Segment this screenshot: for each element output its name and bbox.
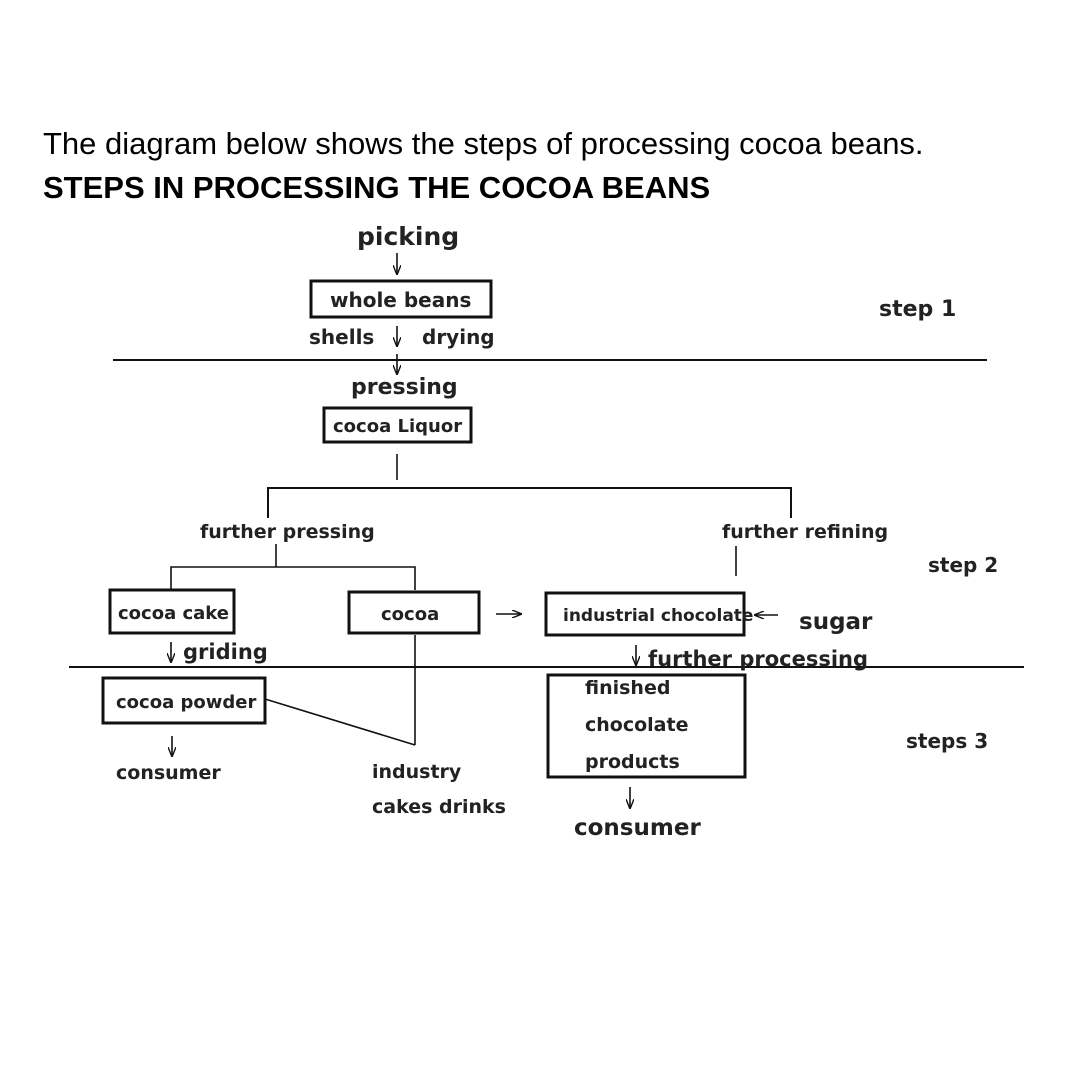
diagram-heading: STEPS IN PROCESSING THE COCOA BEANS (43, 170, 711, 205)
cocoa-label: cocoa (381, 604, 439, 625)
cocoa-box (347, 590, 481, 635)
cocoa-powder-label: cocoa powder (116, 692, 256, 713)
cocoa-cake-box (108, 588, 236, 635)
picking-label: picking (357, 222, 459, 251)
cocoa-cake-label: cocoa cake (118, 603, 229, 624)
finished-products-box (546, 673, 747, 779)
cocoa-liquor-label: cocoa Liquor (333, 416, 462, 437)
griding-label: griding (183, 640, 268, 664)
further-processing-label: further processing (648, 647, 868, 671)
consumer-right-label: consumer (574, 815, 701, 841)
cocoa-powder-box (101, 676, 267, 725)
finished-label-line2: chocolate (585, 714, 688, 736)
step2-label: step 2 (928, 553, 998, 577)
industry-label: industry (372, 761, 462, 783)
cakes-drinks-label: cakes drinks (372, 796, 506, 818)
industrial-chocolate-label: industrial chocolate (563, 606, 753, 626)
branch-pressing-bar (170, 566, 416, 590)
further-pressing-label: further pressing (200, 521, 375, 543)
intro-text: The diagram below shows the steps of pro… (43, 126, 924, 161)
consumer-left-label: consumer (116, 762, 221, 784)
drying-label: drying (422, 325, 495, 349)
step1-label: step 1 (879, 297, 956, 322)
finished-label-line1: finished (585, 677, 670, 699)
sugar-label: sugar (799, 609, 873, 635)
industrial-chocolate-box (544, 591, 746, 637)
whole-beans-box (309, 279, 493, 319)
cocoa-liquor-box (322, 406, 473, 444)
branch-top-bar (267, 487, 792, 518)
whole-beans-label: whole beans (330, 288, 471, 312)
shells-label: shells (309, 325, 374, 349)
finished-label-line3: products (585, 751, 680, 773)
connector-powder-to-industry (264, 698, 416, 746)
further-refining-label: further refining (722, 521, 888, 543)
step3-label: steps 3 (906, 729, 988, 753)
pressing-label: pressing (351, 375, 458, 400)
